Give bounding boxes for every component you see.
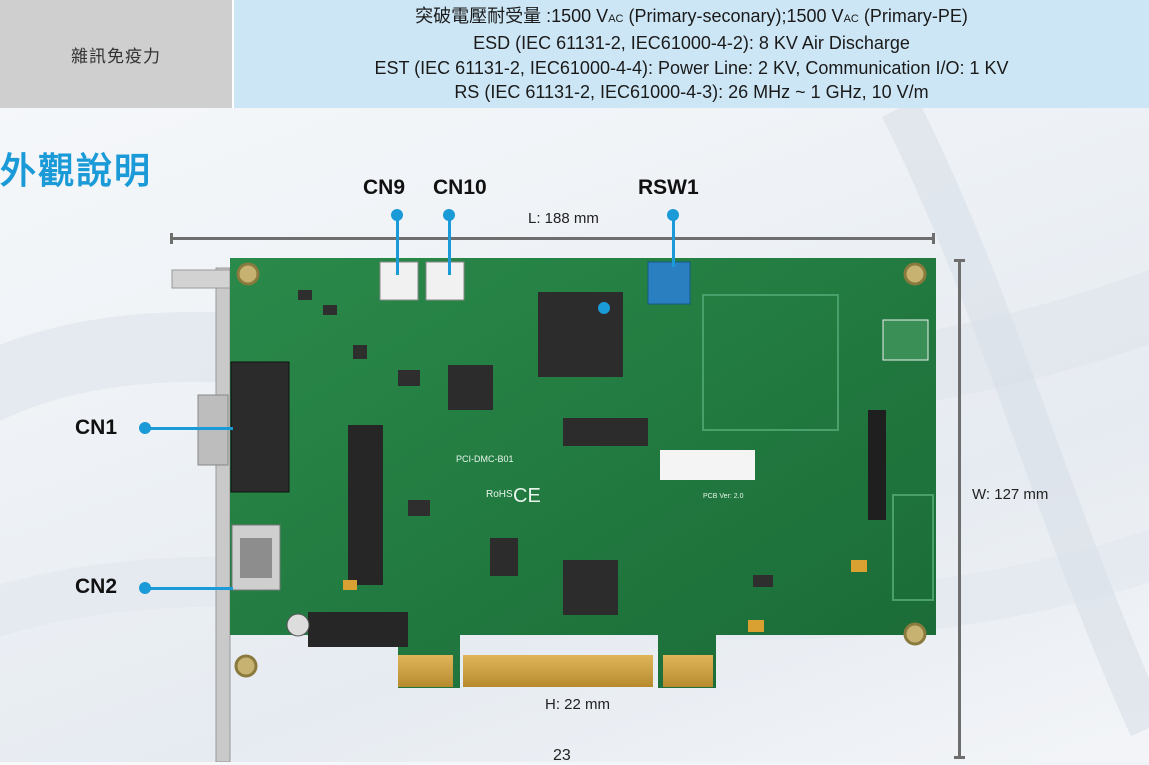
rsw1-pointer-line — [672, 215, 675, 267]
board-pcb-ver-text: PCB Ver: 2.0 — [703, 493, 744, 500]
spec-line-est: EST (IEC 61131-2, IEC61000-4-4): Power L… — [374, 57, 1009, 78]
cn10-pointer-line — [448, 215, 451, 275]
spec-label: 雜訊免疫力 — [0, 0, 234, 108]
spec-line-rs: RS (IEC 61131-2, IEC61000-4-3): 26 MHz ~… — [454, 82, 929, 102]
cn9-pointer-line — [396, 215, 399, 275]
width-dimension-bar — [958, 259, 961, 759]
callout-cn1: CN1 — [75, 416, 118, 439]
spec-value: 突破電壓耐受量 :1500 VAC (Primary-seconary);150… — [234, 0, 1149, 108]
length-cap-right — [932, 233, 935, 244]
spec-table-row: 雜訊免疫力 突破電壓耐受量 :1500 VAC (Primary-seconar… — [0, 0, 1149, 108]
callout-rsw1: RSW1 — [638, 176, 699, 199]
callout-cn9: CN9 — [363, 176, 406, 199]
spec-line-esd: ESD (IEC 61131-2, IEC61000-4-2): 8 KV Ai… — [473, 33, 910, 53]
cn2-pointer-line — [145, 587, 233, 590]
width-label: W: 127 mm — [972, 486, 1049, 503]
length-dimension-bar — [170, 237, 935, 240]
length-cap-left — [170, 233, 173, 244]
page-number: 23 — [553, 747, 571, 764]
callout-cn10: CN10 — [433, 176, 487, 199]
cn1-pointer-line — [145, 427, 233, 430]
width-cap-bottom — [954, 756, 965, 759]
height-label: H: 22 mm — [545, 696, 611, 713]
spec-line-voltage: 突破電壓耐受量 :1500 VAC (Primary-seconary);150… — [415, 5, 968, 26]
board-ce-mark: CE — [513, 485, 541, 507]
section-title: 外觀說明 — [0, 151, 153, 192]
width-cap-top — [954, 259, 965, 262]
pci-dmc-board-image: PCI-DMC-B01 PCB Ver: 2.0 RoHS CE — [171, 258, 936, 762]
board-rohs-text: RoHS — [486, 489, 513, 500]
board-model-text: PCI-DMC-B01 — [456, 454, 514, 464]
callout-cn2: CN2 — [75, 575, 118, 598]
length-label: L: 188 mm — [528, 210, 599, 227]
